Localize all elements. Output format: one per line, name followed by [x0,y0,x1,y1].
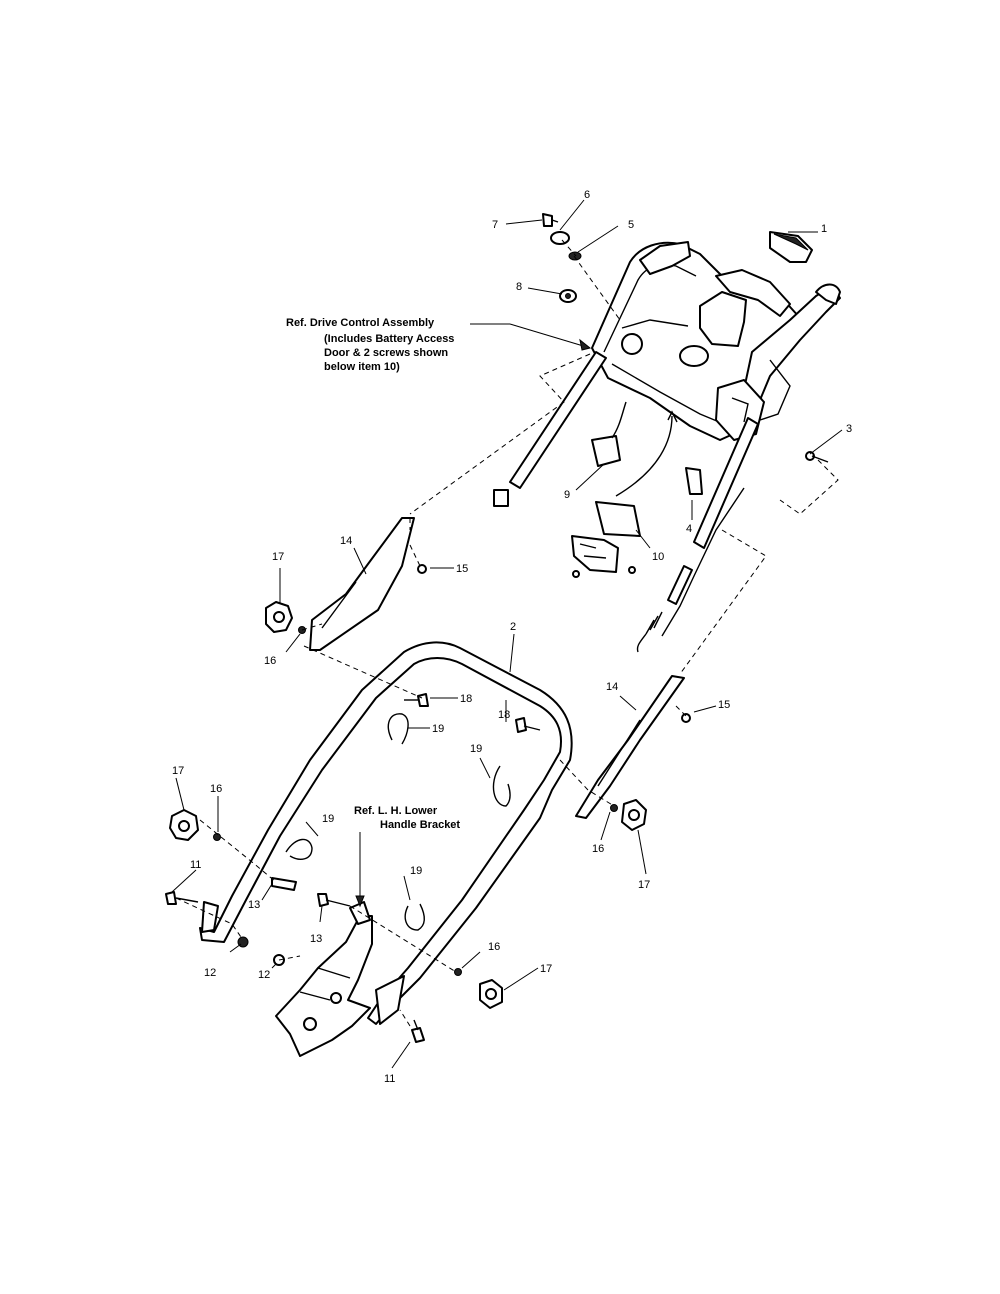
cable-end [493,489,509,507]
lower-bracket-note-line-2: Handle Bracket [380,819,460,831]
lower-bracket-note-line-1: Ref. L. H. Lower [354,805,438,817]
lower-handle-bracket [275,915,373,1057]
drive-control-note-line-4: below item 10) [324,361,400,373]
top-hardware [542,213,582,303]
leader-lines [171,199,843,1069]
callout-7: 7 [492,219,498,231]
callout-3: 3 [846,423,852,435]
knobs [169,601,647,1009]
callout-labels: 1 2 3 4 5 6 7 8 9 10 11 11 12 12 13 13 1… [172,189,852,1085]
callout-11-bottom: 11 [384,1073,395,1085]
callout-5: 5 [628,219,634,231]
battery-and-door [571,401,678,578]
lower-bracket-note: Ref. L. H. Lower Handle Bracket [354,805,460,831]
callout-15-left: 15 [456,563,468,575]
callout-19-lower: 19 [410,865,422,877]
callout-17-right: 17 [638,879,650,891]
callout-16-right: 16 [592,843,604,855]
callout-12-mid: 12 [258,969,270,981]
callout-18-right: 18 [498,709,510,721]
callout-6: 6 [584,189,590,201]
note-arrow [579,338,592,351]
callout-1: 1 [821,223,827,235]
callout-13-mid: 13 [310,933,322,945]
small-hardware [165,564,691,1043]
callout-18-left: 18 [460,693,472,705]
callout-11-left: 11 [190,859,201,871]
bracket-arrow [355,895,365,908]
lower-handle-loop [199,641,573,1025]
drive-control-note: Ref. Drive Control Assembly (Includes Ba… [286,317,454,373]
drive-control-note-line-1: Ref. Drive Control Assembly [286,317,435,329]
callout-17-lower: 17 [540,963,552,975]
callout-8: 8 [516,281,522,293]
callout-15-right: 15 [718,699,730,711]
callout-16-upper: 16 [264,655,276,667]
callout-17-upper: 17 [272,551,284,563]
callout-19-upper: 19 [432,723,444,735]
callout-13-left: 13 [248,899,260,911]
callout-10: 10 [652,551,664,563]
pivot-pin [805,451,829,463]
callout-2: 2 [510,621,516,633]
drive-control-assembly [509,241,841,549]
callout-4: 4 [686,523,692,535]
grip-cap [769,231,813,263]
drive-control-note-line-3: Door & 2 screws shown [324,347,448,359]
upper-handle-left [309,517,415,651]
cable-ties [285,713,511,931]
drive-control-note-line-2: (Includes Battery Access [324,333,454,345]
callout-14-left: 14 [340,535,352,547]
assembly-lines [175,239,839,1027]
callout-16-left: 16 [210,783,222,795]
callout-19-left: 19 [322,813,334,825]
upper-handle-right [575,675,685,819]
callout-14-right: 14 [606,681,618,693]
callout-9: 9 [564,489,570,501]
callout-12-left: 12 [204,967,216,979]
cable-clip [685,467,703,495]
callout-16-lower: 16 [488,941,500,953]
callout-17-left: 17 [172,765,184,777]
drive-cable [636,487,745,653]
callout-19-right: 19 [470,743,482,755]
